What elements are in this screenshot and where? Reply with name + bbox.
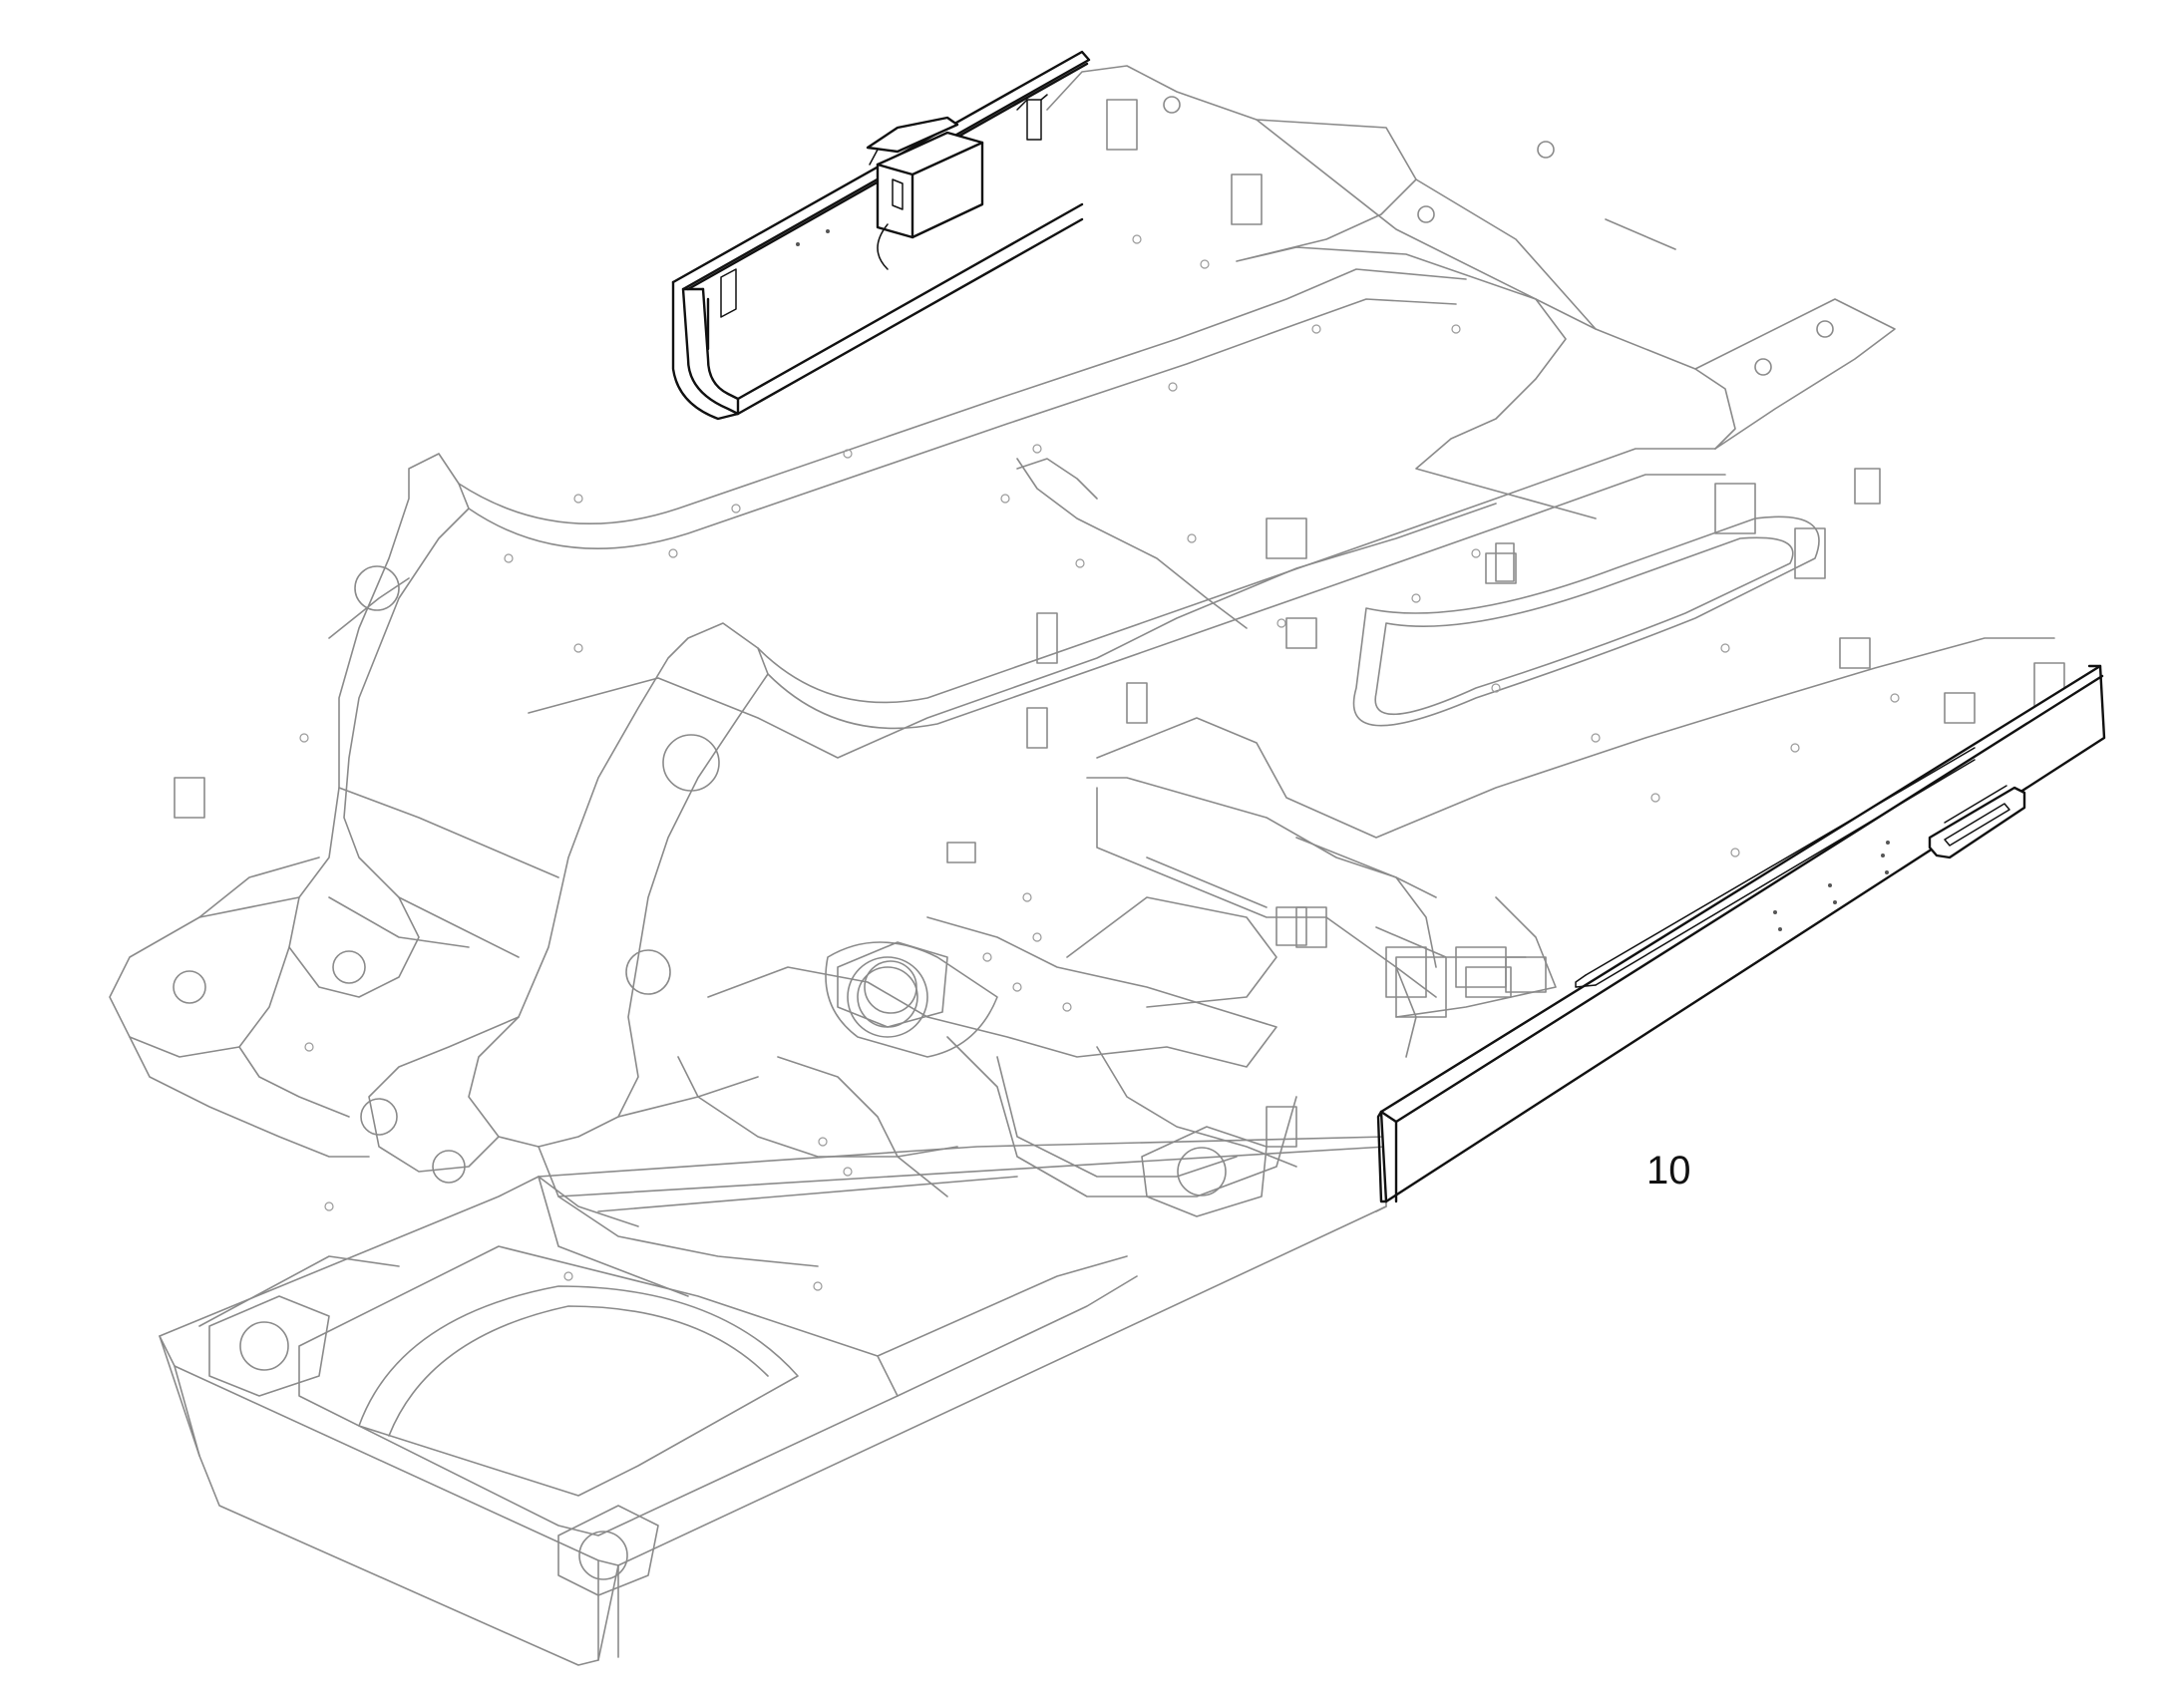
bolt-marks	[299, 234, 1900, 1291]
highlighted-side-skirt	[1376, 664, 2106, 1203]
callout-label-10: 10	[1646, 1149, 1691, 1193]
highlighted-rear-upper-panel	[671, 50, 1091, 421]
main-frame	[109, 65, 2065, 1666]
